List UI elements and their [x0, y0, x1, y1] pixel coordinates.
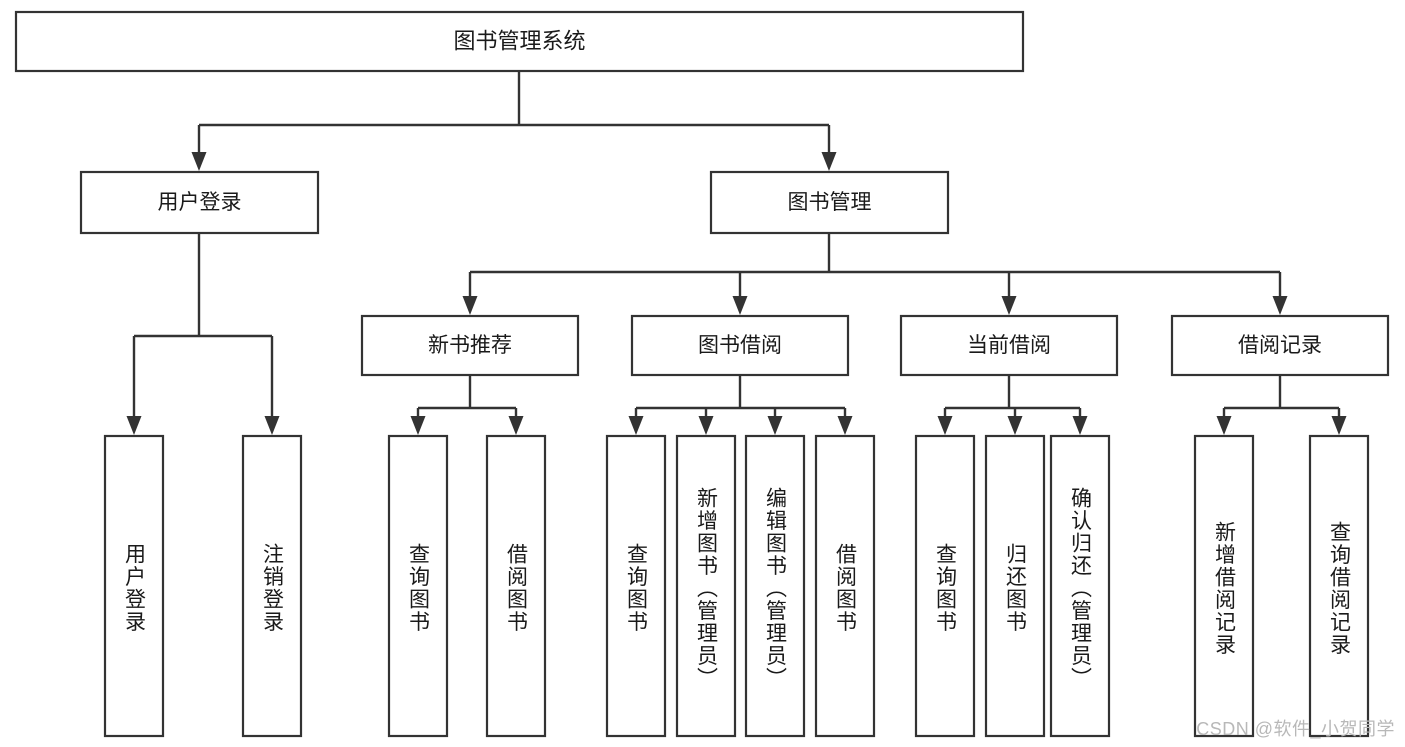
node-label: 当前借阅 — [967, 334, 1051, 357]
arrow-head-icon — [837, 416, 853, 435]
connectors-layer — [126, 71, 1347, 435]
node-leaf-borrow-book-2[interactable] — [814, 434, 876, 738]
node-leaf-edit-book[interactable] — [744, 434, 806, 738]
node-label: 用户登录 — [158, 191, 242, 214]
node-label: 新书推荐 — [428, 334, 512, 357]
arrow-head-icon — [1272, 296, 1288, 315]
arrow-head-icon — [1331, 416, 1347, 435]
node-new-book-rec[interactable]: 新书推荐 — [360, 314, 580, 377]
node-book-borrow[interactable]: 图书借阅 — [630, 314, 850, 377]
node-box — [79, 170, 320, 235]
arrow-head-icon — [1072, 416, 1088, 435]
arrow-head-icon — [698, 416, 714, 435]
node-label: 借阅记录 — [1238, 334, 1322, 357]
node-leaf-borrow-book-1[interactable] — [485, 434, 547, 738]
arrow-head-icon — [508, 416, 524, 435]
node-label: 图书管理 — [788, 191, 872, 214]
node-leaf-confirm-return[interactable] — [1049, 434, 1111, 738]
node-root-title[interactable]: 图书管理系统 — [14, 10, 1025, 73]
node-leaf-return-book[interactable] — [984, 434, 1046, 738]
arrow-head-icon — [1216, 416, 1232, 435]
arrow-head-icon — [410, 416, 426, 435]
node-box — [709, 170, 950, 235]
node-box — [899, 314, 1119, 377]
arrow-head-icon — [191, 152, 207, 171]
node-leaf-query-book-2[interactable] — [605, 434, 667, 738]
node-user-login[interactable]: 用户登录 — [79, 170, 320, 235]
arrow-head-icon — [264, 416, 280, 435]
arrow-head-icon — [767, 416, 783, 435]
node-book-manage[interactable]: 图书管理 — [709, 170, 950, 235]
node-current-borrow[interactable]: 当前借阅 — [899, 314, 1119, 377]
node-box — [14, 10, 1025, 73]
arrow-head-icon — [937, 416, 953, 435]
arrow-head-icon — [462, 296, 478, 315]
arrow-head-icon — [1001, 296, 1017, 315]
node-box — [360, 314, 580, 377]
node-leaf-query-record[interactable] — [1308, 434, 1370, 738]
node-label: 图书借阅 — [698, 334, 782, 357]
node-box — [630, 314, 850, 377]
node-leaf-user-login[interactable] — [103, 434, 165, 738]
node-leaf-add-record[interactable] — [1193, 434, 1255, 738]
arrow-head-icon — [732, 296, 748, 315]
arrow-head-icon — [126, 416, 142, 435]
node-leaf-query-book-3[interactable] — [914, 434, 976, 738]
arrow-head-icon — [1007, 416, 1023, 435]
node-leaf-add-book[interactable] — [675, 434, 737, 738]
node-label: 图书管理系统 — [453, 28, 585, 53]
node-borrow-record[interactable]: 借阅记录 — [1170, 314, 1390, 377]
arrow-head-icon — [821, 152, 837, 171]
node-leaf-user-logout[interactable] — [241, 434, 303, 738]
arrow-head-icon — [628, 416, 644, 435]
node-box — [1170, 314, 1390, 377]
node-leaf-query-book-1[interactable] — [387, 434, 449, 738]
